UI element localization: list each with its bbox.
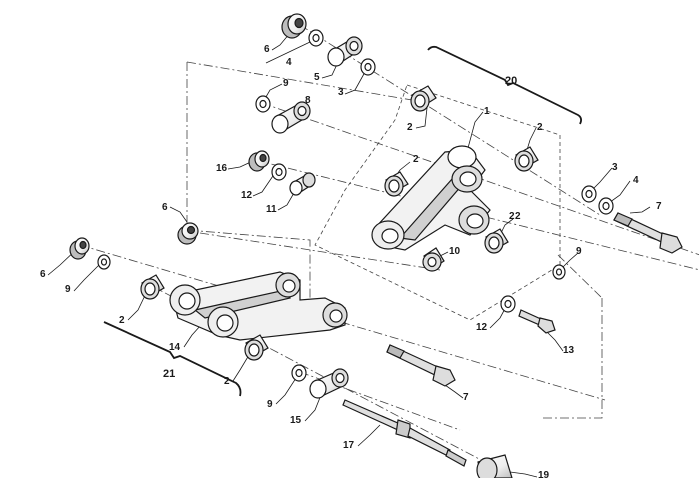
callout-9-lower: 9 [267, 399, 273, 410]
part-bushing-6-mid [177, 222, 199, 245]
part-bushing-16 [248, 150, 270, 172]
part-washer-4-top [308, 29, 324, 47]
part-washer-9-upper [255, 95, 271, 113]
part-washer-9-left [97, 254, 111, 270]
callout-9-upper: 9 [283, 78, 289, 89]
callout-11: 11 [266, 204, 277, 215]
part-spacer-8 [271, 101, 311, 134]
callout-16: 16 [216, 163, 228, 174]
callout-3-top: 3 [338, 87, 344, 98]
part-washer-9-lower [291, 364, 307, 382]
part-bearing-2-d [484, 228, 509, 254]
callout-2-c: 2 [537, 122, 543, 133]
callout-6-mid: 6 [162, 202, 168, 213]
callout-8: 8 [305, 95, 311, 106]
callout-6-left: 6 [40, 269, 46, 280]
callout-10: 10 [449, 246, 461, 257]
callout-2-e: 2 [119, 315, 125, 326]
callout-14: 14 [169, 342, 181, 353]
callout-15: 15 [290, 415, 302, 426]
part-washer-12-lower [500, 295, 516, 313]
part-washer-12-upper [271, 163, 287, 181]
assembly-axis-lines [79, 24, 699, 471]
part-spacer-15 [309, 368, 349, 399]
part-bolt-13 [518, 309, 556, 334]
callout-12-upper: 12 [241, 190, 253, 201]
part-washer-3-right [581, 185, 597, 203]
part-spacer-5 [327, 36, 363, 67]
callout-2-d-alt: 2 [509, 211, 515, 222]
callout-2-f: 2 [224, 376, 230, 387]
callout-2-b: 2 [413, 154, 419, 165]
callout-4-top: 4 [286, 57, 292, 68]
part-shaft-17 [342, 399, 467, 467]
group-label-21: 21 [163, 368, 176, 380]
callout-2-d: 2 [515, 211, 521, 222]
group-brackets [103, 45, 583, 397]
callout-7-lower: 7 [463, 392, 469, 403]
callout-3-right: 3 [612, 162, 618, 173]
part-bearing-2-f [244, 334, 269, 361]
callout-13: 13 [563, 345, 575, 356]
callout-19: 19 [538, 470, 550, 478]
part-washer-3-top [360, 58, 376, 76]
part-bearing-2-b [384, 171, 409, 197]
part-link-14 [169, 271, 348, 341]
part-washer-4-right [598, 197, 614, 215]
group-label-20: 20 [505, 75, 518, 87]
part-bolt-7-right [613, 212, 683, 254]
callout-2-a: 2 [407, 122, 413, 133]
part-washer-9-right [552, 264, 566, 280]
callout-9-left: 9 [65, 284, 71, 295]
part-bearing-2-a [410, 85, 437, 112]
part-link-1 [371, 145, 491, 251]
part-bolt-7-lower [386, 344, 456, 387]
parts [69, 13, 683, 478]
part-bearing-2-c [514, 146, 539, 172]
callout-12-lower: 12 [476, 322, 488, 333]
callout-5: 5 [314, 72, 320, 83]
part-bushing-6-top [281, 13, 307, 39]
callout-9-right: 9 [576, 246, 582, 257]
callout-4-right: 4 [633, 175, 639, 186]
part-bushing-10 [422, 247, 445, 272]
callout-7-right: 7 [656, 201, 662, 212]
part-19 [476, 454, 513, 478]
group-20-outline [314, 84, 561, 321]
part-bushing-6-left [69, 237, 90, 260]
part-spacer-11 [289, 172, 316, 196]
callout-1: 1 [484, 106, 490, 117]
callout-17: 17 [343, 440, 355, 451]
part-bearing-2-e [140, 274, 165, 300]
callout-6-top: 6 [264, 44, 270, 55]
